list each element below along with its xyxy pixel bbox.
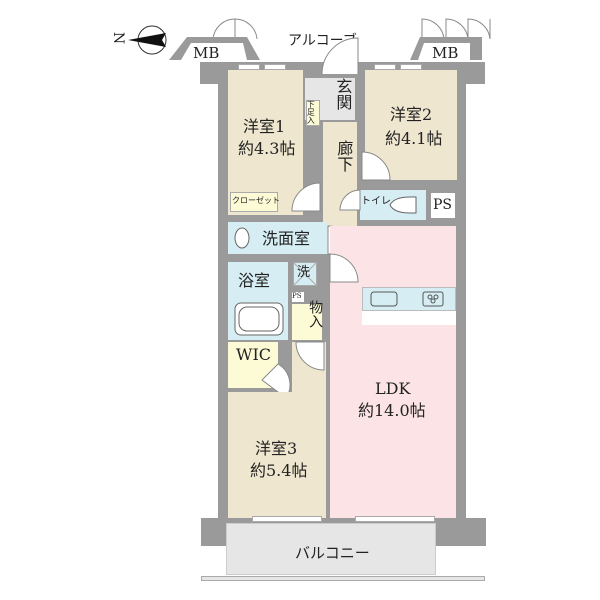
washer-cross-icon — [292, 261, 318, 287]
wall-block-nw — [200, 62, 230, 84]
compass: N — [110, 24, 172, 56]
balcony-rail — [201, 576, 485, 581]
kitchen-sink-icon — [370, 291, 398, 307]
north-arrow-icon — [128, 25, 167, 55]
storage — [292, 304, 322, 340]
storage-label: 物入 — [307, 300, 324, 328]
washroom-label: 洗面室 — [262, 229, 311, 248]
window-ldk — [355, 516, 435, 522]
mb-right-label: MB — [432, 44, 459, 62]
sink-icon — [234, 227, 250, 249]
washer-label: 洗 — [297, 265, 311, 280]
room-bedroom-3-name: 洋室3 — [255, 439, 298, 458]
bathtub-icon — [234, 302, 284, 336]
window-bedroom-2a — [374, 64, 396, 70]
closet — [230, 192, 278, 212]
room-ldk-size: 約14.0帖 — [358, 401, 426, 420]
ps-shaft — [431, 193, 455, 218]
ps-small-label: PS — [292, 292, 302, 300]
mb-left-label: MB — [193, 44, 220, 62]
mb-right-closet — [410, 18, 491, 60]
balcony-pillar-left — [201, 518, 227, 546]
bedroom-3-door-arc-icon — [295, 341, 325, 371]
window-bedroom-2b — [400, 64, 422, 70]
room-bedroom-3 — [228, 392, 326, 518]
window-bedroom-1a — [238, 64, 260, 70]
stove-icon — [422, 291, 444, 307]
toilet-bowl-icon — [389, 196, 417, 214]
ldk-door-arc-icon — [329, 253, 359, 283]
balcony — [226, 523, 436, 575]
ps-small — [292, 292, 304, 302]
entrance-door-arc-icon — [321, 37, 359, 75]
window-bedroom-3 — [252, 516, 322, 522]
room-bedroom-1-size: 約4.3帖 — [238, 139, 296, 158]
room-bedroom-2-name: 洋室2 — [390, 105, 433, 124]
toilet-label: トイレ — [361, 196, 391, 207]
toilet-door-arc-icon — [339, 189, 361, 211]
kitchen-counter — [362, 287, 456, 311]
kitchen-bar — [362, 311, 456, 325]
ps-shaft-label: PS — [433, 197, 453, 213]
wic-label: WIC — [236, 345, 272, 364]
room-ldk-name: LDK — [375, 379, 411, 398]
shoe-storage-label: 下足入 — [306, 100, 316, 124]
window-bedroom-1b — [264, 64, 286, 70]
room-bedroom-2-size: 約4.1帖 — [385, 129, 443, 148]
bedroom-2-door-arc-icon — [361, 151, 391, 181]
mb-left-closet — [169, 18, 260, 60]
closet-door-arc-icon — [291, 182, 321, 212]
room-bedroom-1-name: 洋室1 — [243, 117, 286, 136]
balcony-pillar-right — [436, 518, 486, 546]
entrance-label: 玄関 — [333, 78, 353, 110]
bathroom-label: 浴室 — [238, 271, 271, 290]
balcony-label: バルコニー — [295, 544, 370, 562]
wall-block-ne — [455, 62, 485, 84]
room-bedroom-3-size: 約5.4帖 — [250, 461, 308, 480]
room-bedroom-1 — [228, 70, 303, 215]
shoe-storage — [306, 100, 320, 126]
hallway-label: 廊下 — [334, 140, 354, 172]
closet-label: クローゼット — [232, 196, 280, 205]
